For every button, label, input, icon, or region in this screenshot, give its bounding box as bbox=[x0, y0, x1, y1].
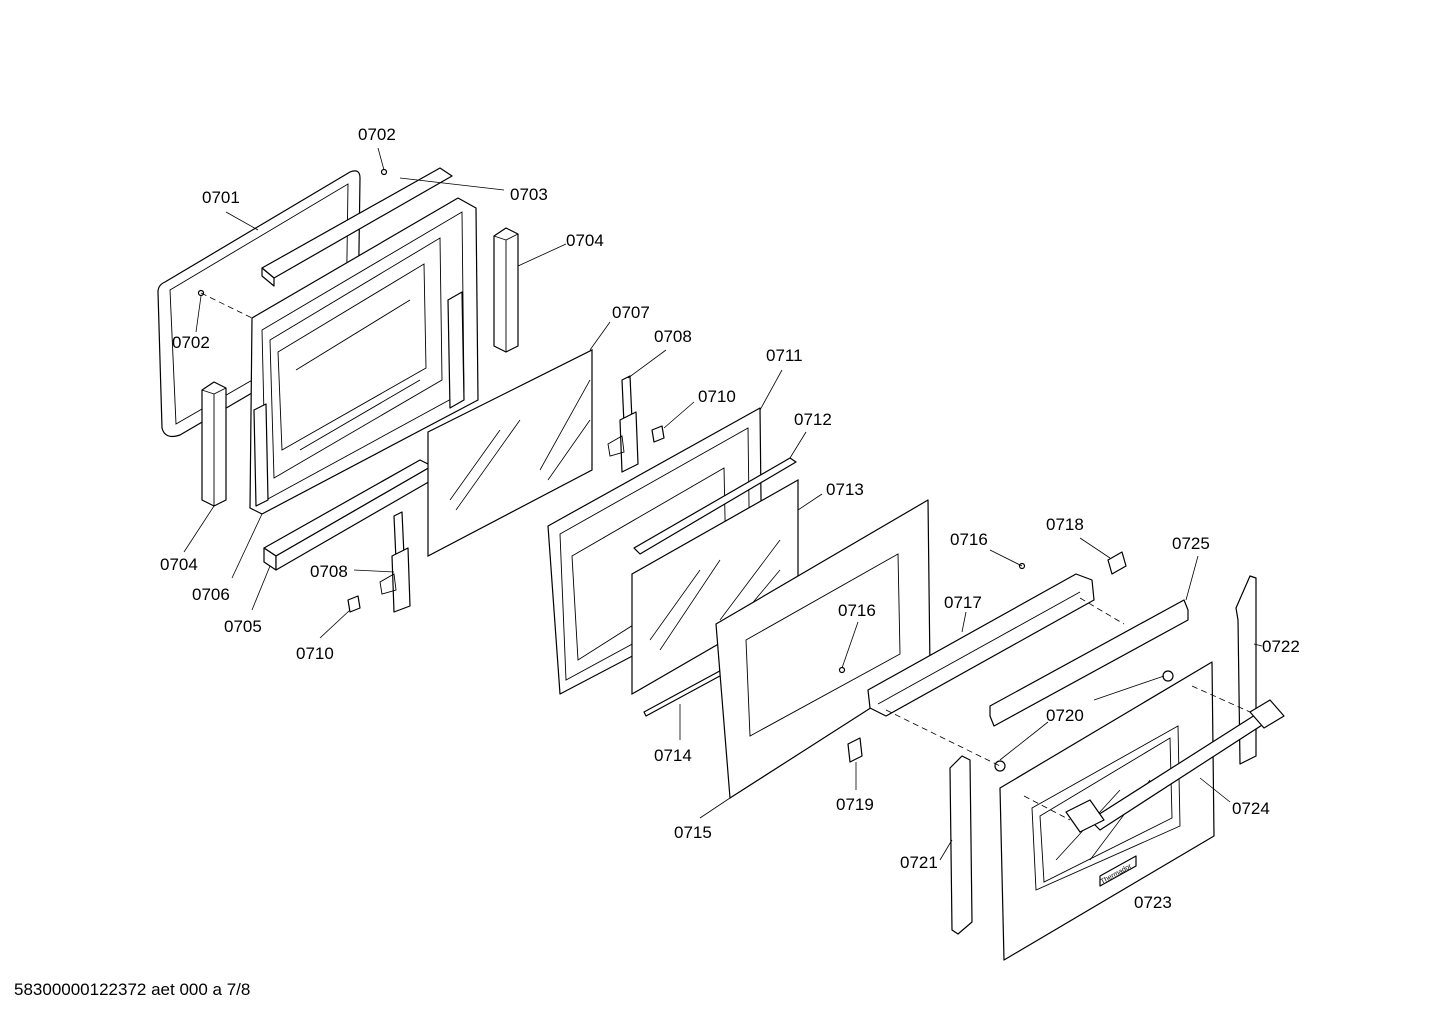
part-0720-screw-b bbox=[1162, 670, 1174, 682]
callout-0705: 0705 bbox=[224, 617, 262, 636]
part-0708-hinge-lower bbox=[379, 511, 411, 613]
callout-0716-upper: 0716 bbox=[950, 530, 988, 549]
part-0724-handle bbox=[1065, 699, 1285, 833]
part-0708-hinge-upper bbox=[607, 375, 639, 473]
callout-0718: 0718 bbox=[1046, 515, 1084, 534]
leader-lines bbox=[183, 147, 1263, 861]
part-0704-spacer-upper bbox=[493, 227, 519, 353]
callout-0710-upper: 0710 bbox=[698, 387, 736, 406]
callout-0706: 0706 bbox=[192, 585, 230, 604]
part-0725-top-strip bbox=[989, 599, 1189, 727]
callout-0708-lower: 0708 bbox=[310, 562, 348, 581]
part-0705-bottom-trim bbox=[263, 459, 433, 571]
callout-0722: 0722 bbox=[1262, 637, 1300, 656]
callout-0704-lower: 0704 bbox=[160, 555, 198, 574]
callout-0710-lower: 0710 bbox=[296, 644, 334, 663]
callout-0724: 0724 bbox=[1232, 799, 1270, 818]
callout-0714: 0714 bbox=[654, 746, 692, 765]
part-0710-clip-upper bbox=[651, 425, 665, 443]
callout-0708-upper: 0708 bbox=[654, 327, 692, 346]
callout-0725: 0725 bbox=[1172, 534, 1210, 553]
part-0710-clip-lower bbox=[347, 595, 361, 613]
part-0704-spacer-lower bbox=[201, 381, 227, 507]
callout-0716-lower: 0716 bbox=[838, 601, 876, 620]
assembly-guide-lines bbox=[200, 292, 1251, 821]
part-0719-clip bbox=[847, 737, 863, 763]
part-0717-vent-bar bbox=[867, 573, 1095, 717]
part-0706-inner-door-frame bbox=[249, 197, 479, 515]
callout-0702-left: 0702 bbox=[172, 333, 210, 352]
callout-0702-top: 0702 bbox=[358, 125, 396, 144]
part-0721-side-trim-left bbox=[949, 755, 973, 935]
part-0712-rail bbox=[633, 457, 797, 555]
part-0718-latch bbox=[1107, 551, 1127, 575]
callout-0715: 0715 bbox=[674, 823, 712, 842]
callout-0703: 0703 bbox=[510, 185, 548, 204]
callout-0723: 0723 bbox=[1134, 893, 1172, 912]
callout-0707: 0707 bbox=[612, 303, 650, 322]
callout-0704-upper: 0704 bbox=[566, 231, 604, 250]
callout-0713: 0713 bbox=[826, 480, 864, 499]
part-0707-glass-pane bbox=[427, 349, 593, 557]
part-0703-top-trim bbox=[261, 167, 453, 287]
part-0702-screw-a bbox=[380, 168, 388, 176]
callout-0720: 0720 bbox=[1046, 706, 1084, 725]
callout-0701: 0701 bbox=[202, 188, 240, 207]
callout-0721: 0721 bbox=[900, 853, 938, 872]
callout-0717: 0717 bbox=[944, 593, 982, 612]
callout-0711: 0711 bbox=[766, 346, 803, 365]
part-0720-screw-a bbox=[994, 760, 1006, 772]
document-id-footer: 58300000122372 aet 000 a 7/8 bbox=[14, 980, 251, 999]
callout-0719: 0719 bbox=[836, 795, 874, 814]
part-0716-screw-b bbox=[838, 666, 846, 674]
callout-0712: 0712 bbox=[794, 410, 832, 429]
